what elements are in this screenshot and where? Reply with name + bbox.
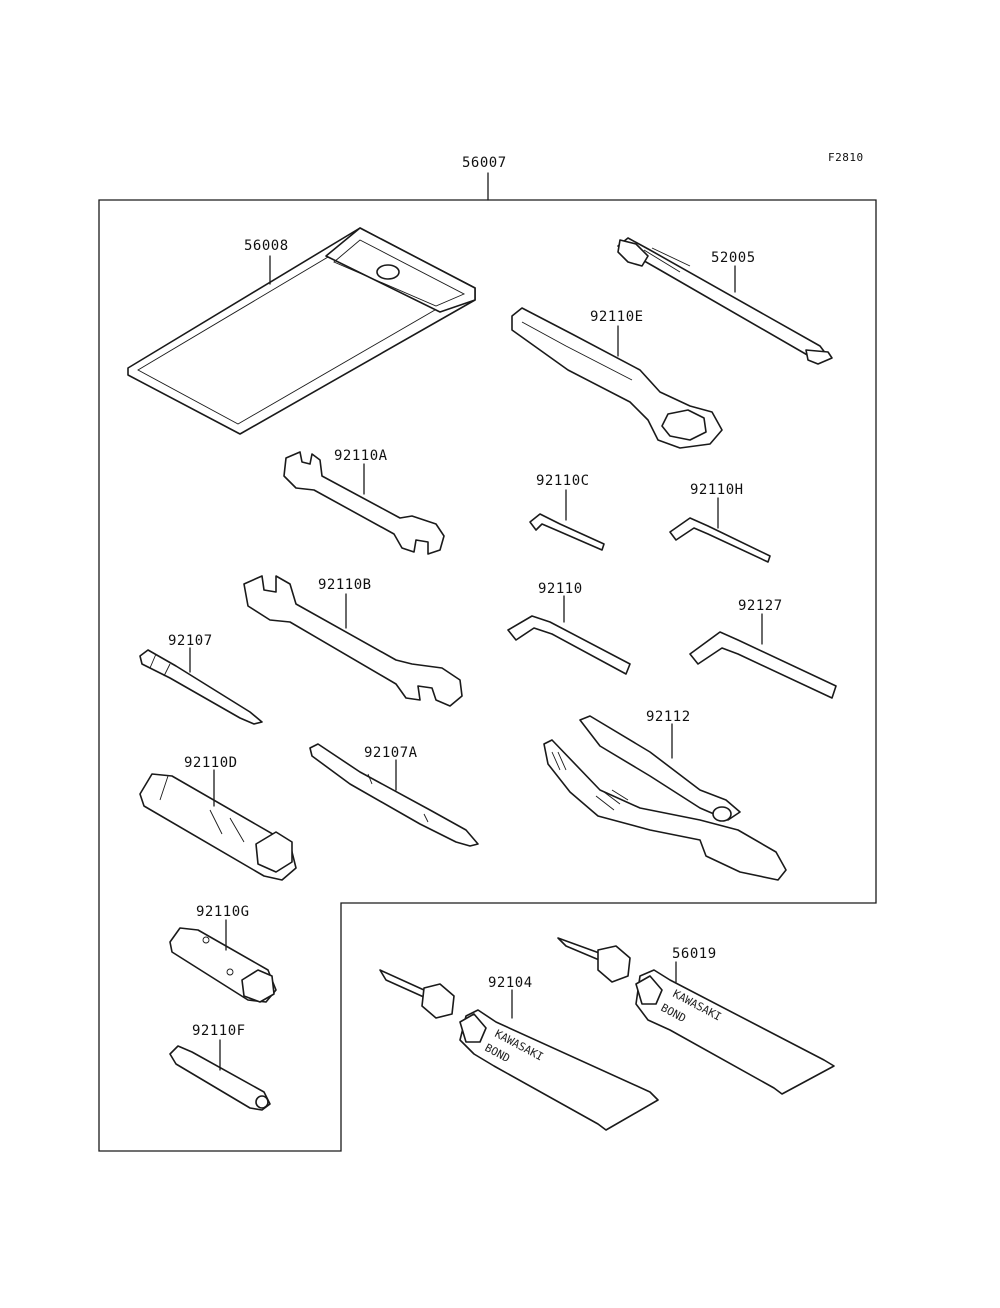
hex-key-92110: 92110 — [507, 581, 631, 675]
label-92110G: 92110G — [196, 904, 250, 920]
box-spanner-92110D: 92110D — [139, 755, 297, 881]
label-92107A: 92107A — [364, 745, 418, 761]
box-spanner-92110G: 92110G — [169, 904, 277, 1003]
screwdriver-92107A: 92107A — [309, 743, 479, 847]
label-92127: 92127 — [738, 598, 783, 614]
label-92112: 92112 — [646, 709, 691, 725]
label-92110H: 92110H — [690, 482, 744, 498]
label-92110B: 92110B — [318, 577, 372, 593]
label-56019: 56019 — [672, 946, 717, 962]
kit-frame — [98, 199, 877, 1152]
bond-tube-56019: KAWASAKI BOND 56019 — [557, 937, 835, 1095]
hex-key-92127: 92127 — [689, 598, 837, 699]
label-92110A: 92110A — [334, 448, 388, 464]
label-92110: 92110 — [538, 581, 583, 597]
label-92110E: 92110E — [590, 309, 644, 325]
screwdriver-92107: 92107 — [139, 633, 263, 725]
tommy-bar-92110F: 92110F — [169, 1023, 271, 1111]
label-92104: 92104 — [488, 975, 533, 991]
assembly-label: 56007 — [462, 155, 507, 171]
label-92107: 92107 — [168, 633, 213, 649]
label-92110F: 92110F — [192, 1023, 246, 1039]
figure-code: F2810 — [828, 151, 864, 164]
hex-key-92110H: 92110H — [669, 482, 771, 563]
ring-spanner-92110E: 92110E — [511, 307, 723, 449]
label-92110D: 92110D — [184, 755, 238, 771]
open-spanner-92110A: 92110A — [283, 448, 445, 555]
pliers-92112: 92112 — [543, 709, 787, 881]
label-52005: 52005 — [711, 250, 756, 266]
open-spanner-92110B: 92110B — [243, 575, 463, 707]
bond-tube-92104: KAWASAKI BOND 92104 — [379, 969, 659, 1131]
tool-bag-56008: 56008 — [127, 227, 476, 435]
label-92110C: 92110C — [536, 473, 590, 489]
hex-key-92110C: 92110C — [529, 473, 605, 551]
label-56008: 56008 — [244, 238, 289, 254]
extension-bar-52005: 52005 — [617, 237, 833, 365]
